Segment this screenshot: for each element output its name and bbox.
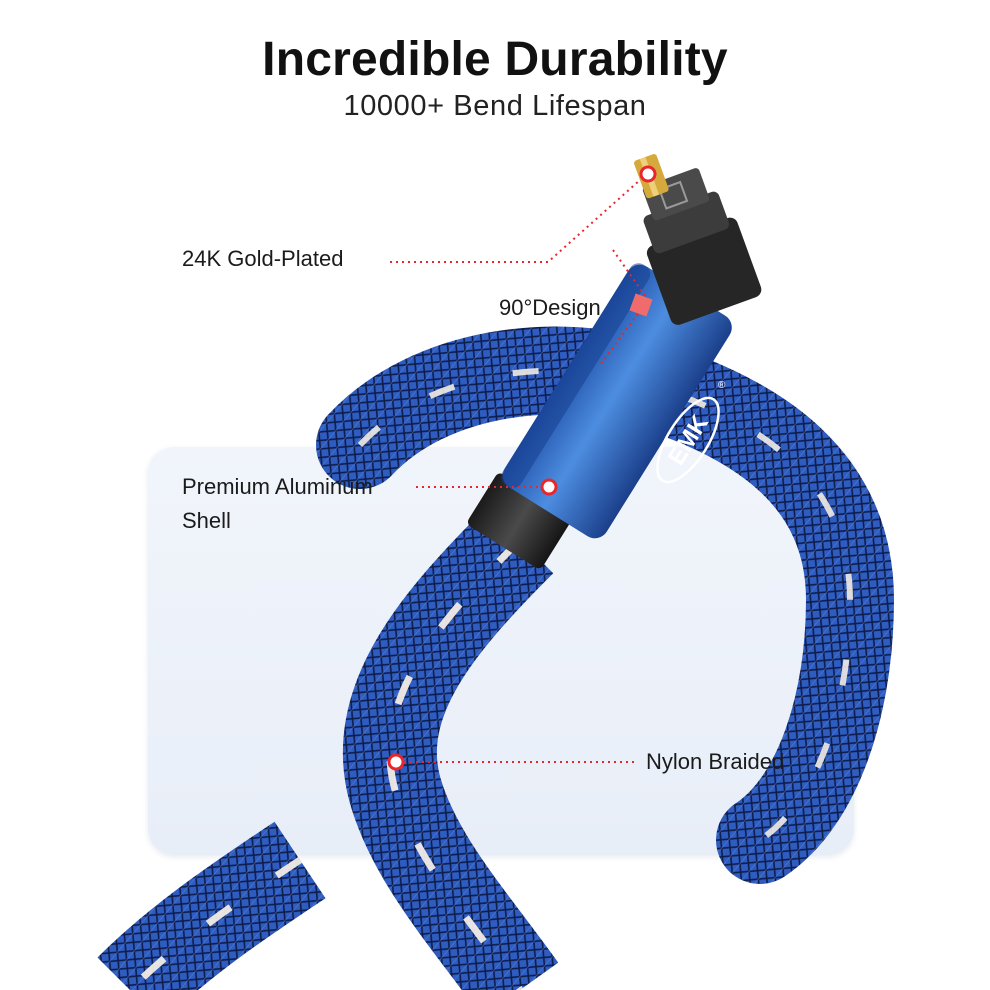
registered-mark: ® <box>718 380 726 391</box>
callout-90-design: 90°Design <box>499 295 601 320</box>
callout-aluminum-shell-line1: Premium Aluminum <box>182 474 373 499</box>
callout-nylon-braided: Nylon Braided <box>646 749 785 774</box>
callout-dot-icon <box>387 165 657 771</box>
braided-cable <box>97 326 895 990</box>
page-title: Incredible Durability <box>262 33 728 86</box>
callout-aluminum-shell-line2: Shell <box>182 508 231 533</box>
callout-gold-plated: 24K Gold-Plated <box>182 246 344 271</box>
callout-aluminum-shell: Premium Aluminum Shell <box>182 470 422 538</box>
right-angle-icon <box>629 293 653 317</box>
page-subtitle: 10000+ Bend Lifespan <box>343 90 647 122</box>
right-angle-connector: EMK ® <box>467 154 762 569</box>
